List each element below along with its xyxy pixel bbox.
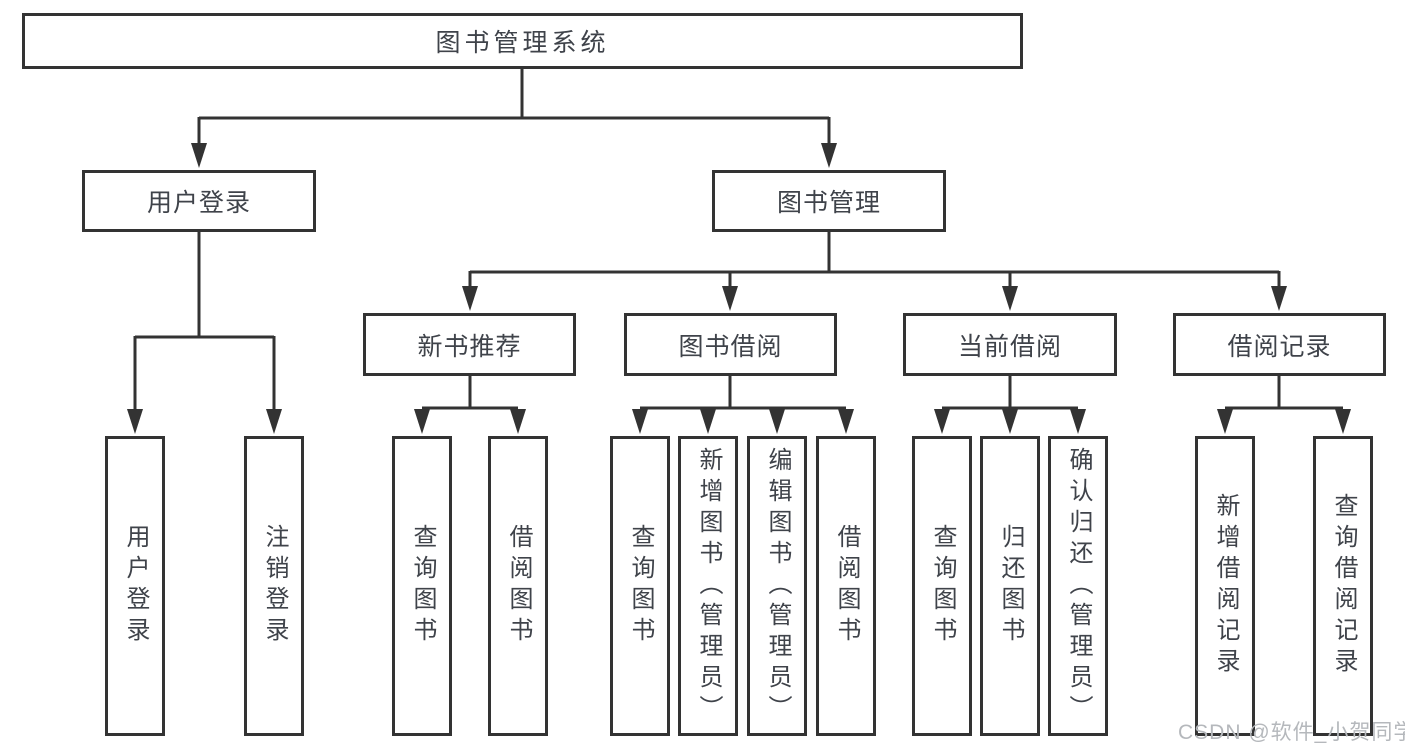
- leaf-label: 查询图书: [627, 524, 654, 648]
- tree-edges: [133, 69, 1343, 414]
- leaf-label: 用户登录: [122, 524, 149, 648]
- node-book-management: 图书管理: [712, 170, 946, 232]
- leaf-label: 注销登录: [261, 524, 288, 648]
- leaf-label: 确认归还（管理员）: [1065, 446, 1092, 726]
- leaf-label: 借阅图书: [505, 524, 532, 648]
- node-new-book-recommend: 新书推荐: [363, 313, 576, 376]
- watermark-text: CSDN @软件_小贺同学: [1178, 721, 1405, 744]
- arrowheads: [127, 143, 1351, 434]
- leaf-edit-book-admin: 编辑图书（管理员）: [747, 436, 807, 736]
- leaf-label: 查询图书: [409, 524, 436, 648]
- leaf-query-borrow-record: 查询借阅记录: [1313, 436, 1373, 736]
- leaf-borrow-books-borrow: 借阅图书: [816, 436, 876, 736]
- leaf-label: 归还图书: [997, 524, 1024, 648]
- node-user-login: 用户登录: [82, 170, 316, 232]
- leaf-label: 编辑图书（管理员）: [764, 446, 791, 726]
- leaf-confirm-return-admin: 确认归还（管理员）: [1048, 436, 1108, 736]
- leaf-query-books-current: 查询图书: [912, 436, 972, 736]
- leaf-label: 查询借阅记录: [1330, 493, 1357, 679]
- node-current-borrowing: 当前借阅: [903, 313, 1117, 376]
- leaf-label: 借阅图书: [833, 524, 860, 648]
- leaf-query-books-borrow: 查询图书: [610, 436, 670, 736]
- leaf-logout: 注销登录: [244, 436, 304, 736]
- node-borrowing-records: 借阅记录: [1173, 313, 1386, 376]
- leaf-label: 查询图书: [929, 524, 956, 648]
- node-book-borrowing: 图书借阅: [624, 313, 837, 376]
- leaf-add-borrow-record: 新增借阅记录: [1195, 436, 1255, 736]
- node-library-system: 图书管理系统: [22, 13, 1023, 69]
- leaf-add-book-admin: 新增图书（管理员）: [678, 436, 738, 736]
- leaf-label: 新增图书（管理员）: [695, 446, 722, 726]
- leaf-query-books-newbook: 查询图书: [392, 436, 452, 736]
- leaf-return-books: 归还图书: [980, 436, 1040, 736]
- leaf-label: 新增借阅记录: [1212, 493, 1239, 679]
- leaf-borrow-books-newbook: 借阅图书: [488, 436, 548, 736]
- leaf-user-login: 用户登录: [105, 436, 165, 736]
